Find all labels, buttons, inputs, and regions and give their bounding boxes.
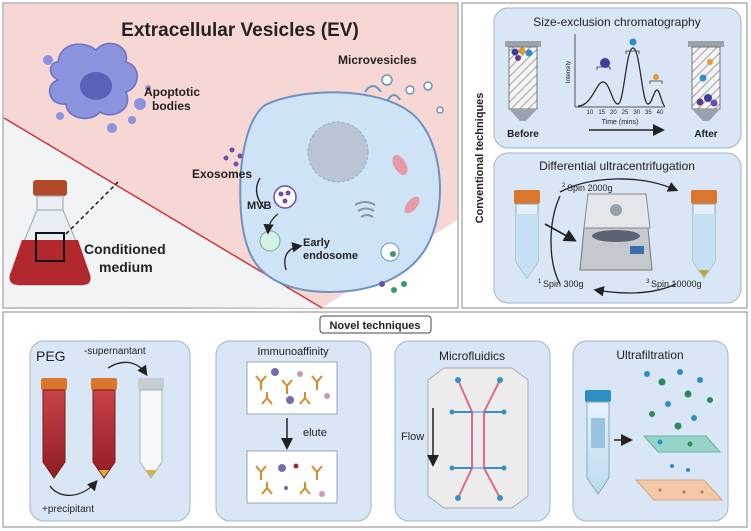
flask-icon bbox=[9, 180, 91, 286]
exosomes-label: Exosomes bbox=[192, 167, 252, 181]
conditioned-medium-line2: medium bbox=[99, 259, 153, 275]
micro-title: Microfluidics bbox=[439, 349, 505, 363]
peg-precipitant-label: +precipitant bbox=[42, 504, 94, 515]
microvesicles-label: Microvesicles bbox=[338, 53, 417, 67]
peg-arrow-top bbox=[107, 361, 148, 377]
sec-tick-label: 25 bbox=[622, 110, 629, 116]
flask-zoom-line bbox=[65, 181, 119, 235]
ev-panel: Extracellular Vesicles (EV) Apoptotic bo… bbox=[2, 2, 459, 309]
duc-title: Differential ultracentrifugation bbox=[539, 159, 695, 173]
peg-supernatant-label: -supernantant bbox=[84, 346, 146, 357]
conditioned-medium-line1: Conditioned bbox=[84, 241, 166, 257]
peg-tube-3-icon bbox=[138, 378, 164, 479]
peg-title: PEG bbox=[36, 348, 66, 364]
duc-tube-right-icon bbox=[691, 190, 717, 279]
apoptotic-label-line2: bodies bbox=[152, 99, 191, 113]
sec-peak-small-icon bbox=[653, 74, 659, 80]
sec-tick-label: 30 bbox=[633, 110, 640, 116]
ev-title: Extracellular Vesicles (EV) bbox=[121, 20, 359, 41]
immuno-well-bottom-icon bbox=[246, 450, 338, 504]
duc-arrow-bottom bbox=[593, 283, 677, 297]
spin3-number: 3 bbox=[646, 279, 650, 285]
column-after-icon bbox=[688, 41, 724, 121]
sec-peak-large-icon bbox=[600, 58, 610, 68]
duc-arrow-left bbox=[550, 195, 561, 285]
ultra-panel bbox=[572, 340, 729, 522]
sec-tick-labels: 10 15 20 25 30 35 40 bbox=[587, 110, 664, 116]
early-endosome-line1: Early bbox=[303, 237, 331, 249]
sec-tick-label: 20 bbox=[610, 110, 617, 116]
column-before-icon bbox=[505, 41, 541, 121]
immuno-well-top-icon bbox=[246, 361, 338, 415]
peg-tube-1-icon bbox=[41, 378, 67, 479]
peg-arrow-bottom bbox=[49, 480, 98, 496]
spin1-label: Spin 300g bbox=[543, 279, 584, 289]
micro-flow-label: Flow bbox=[401, 431, 424, 443]
microfluidic-chip-icon bbox=[427, 367, 529, 509]
sec-ylabel: Intensity bbox=[566, 61, 572, 83]
sec-xlabel: Time (mins) bbox=[602, 119, 639, 126]
novel-header: Novel techniques bbox=[329, 320, 420, 332]
apoptotic-label-line1: Apoptotic bbox=[144, 85, 200, 99]
sec-tick-label: 40 bbox=[657, 110, 664, 116]
spin2-number: 2 bbox=[562, 183, 566, 189]
immuno-title: Immunoaffinity bbox=[257, 346, 329, 358]
duc-tube-left-icon bbox=[514, 190, 540, 279]
cell-icon bbox=[223, 74, 444, 294]
sec-tick-label: 15 bbox=[598, 110, 605, 116]
spin2-label: Spin 2000g bbox=[567, 183, 613, 193]
sec-tick-label: 10 bbox=[587, 110, 594, 116]
duc-arrow-top bbox=[559, 178, 679, 193]
filter-membrane-icon bbox=[634, 369, 724, 501]
sec-after-label: After bbox=[694, 129, 717, 140]
ultra-tube-icon bbox=[585, 390, 611, 495]
apoptotic-body-icon bbox=[43, 42, 151, 133]
spin3-label: Spin 10000g bbox=[651, 279, 702, 289]
sec-before-label: Before bbox=[507, 129, 539, 140]
sec-peak-medium-icon bbox=[629, 38, 637, 46]
sec-panel bbox=[493, 7, 742, 149]
sec-chart: Intensity Time (mins) 10 15 20 25 30 35 40 bbox=[566, 34, 666, 126]
immuno-elute-label: elute bbox=[303, 427, 327, 439]
conventional-side-label: Conventional techniques bbox=[474, 93, 486, 224]
peg-tube-2-icon bbox=[91, 378, 117, 479]
sec-curve bbox=[577, 47, 666, 107]
duc-arrow-into-centrifuge bbox=[544, 223, 577, 242]
spin1-number: 1 bbox=[538, 279, 542, 285]
novel-header-box bbox=[319, 315, 432, 334]
sec-title: Size-exclusion chromatography bbox=[533, 15, 700, 29]
ultra-title: Ultrafiltration bbox=[616, 348, 683, 362]
centrifuge-icon bbox=[579, 193, 653, 271]
mvb-label: MVB bbox=[247, 200, 272, 212]
sec-tick-label: 35 bbox=[645, 110, 652, 116]
conventional-panel: Conventional techniques Size-exclusion c… bbox=[461, 2, 748, 309]
early-endosome-line2: endosome bbox=[303, 250, 358, 262]
novel-panel: Novel techniques PEG -supernantant +prec… bbox=[2, 311, 748, 528]
